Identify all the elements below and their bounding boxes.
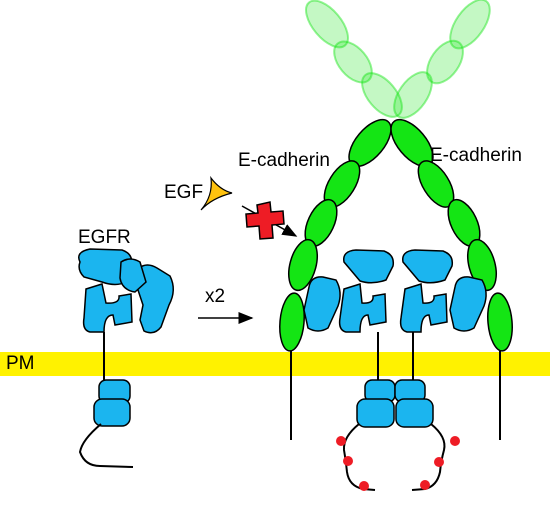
dimer-arrow-label: x2 <box>205 286 225 307</box>
faded-ecadherin-dimer <box>305 0 491 119</box>
membrane-label: PM <box>6 353 35 374</box>
red-cross-icon <box>245 201 285 240</box>
egfr-label: EGFR <box>78 227 131 248</box>
egfr-dimer-right <box>399 249 487 333</box>
egfr-monomer-tail <box>78 423 134 468</box>
ecadherin-left <box>279 118 392 352</box>
egfr-dimer-kinase <box>356 379 434 428</box>
red-dot-icon <box>450 436 460 446</box>
ecadherin-right-label: E-cadherin <box>430 145 522 166</box>
egfr-dimer-left <box>303 249 395 333</box>
ligand-wedge-icon <box>200 175 233 211</box>
red-dot-icon <box>359 481 369 491</box>
red-dot-icon <box>343 456 353 466</box>
ecadherin-left-label: E-cadherin <box>238 150 330 171</box>
plasma-membrane <box>0 352 550 376</box>
egfr-monomer <box>78 248 174 334</box>
phospho-sites <box>336 436 460 491</box>
egfr-monomer-kinase <box>93 379 131 427</box>
egfr-dimer-right-tail <box>411 423 446 491</box>
egf-label: EGF <box>164 182 203 203</box>
red-dot-icon <box>336 436 346 446</box>
red-dot-icon <box>420 480 430 490</box>
red-dot-icon <box>434 457 444 467</box>
